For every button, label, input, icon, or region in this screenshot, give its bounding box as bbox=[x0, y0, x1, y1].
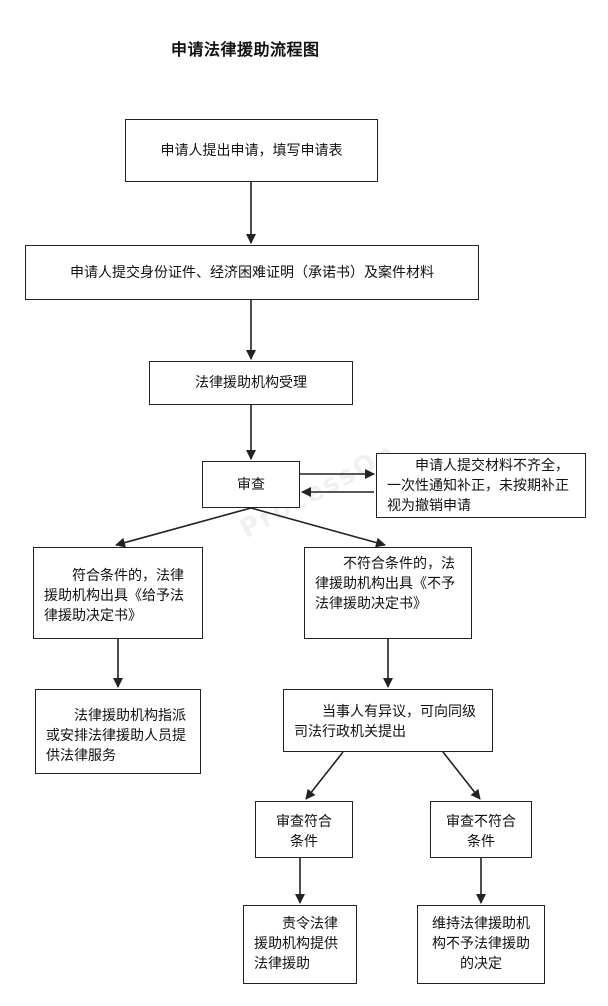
node-order-aid: 责令法律援助机构提供法律援助 bbox=[243, 905, 357, 984]
arrow-review-to-qualified bbox=[115, 507, 252, 548]
node-review-ok: 审查符合条件 bbox=[255, 801, 353, 858]
node-review: 审查 bbox=[202, 461, 300, 508]
node-incomplete: 申请人提交材料不齐全，一次性通知补正，未按期补正视为撤销申请 bbox=[376, 453, 586, 518]
arrow-review-to-unqualified bbox=[250, 507, 386, 548]
node-qualified: 符合条件的，法律援助机构出具《给予法律援助决定书》 bbox=[33, 547, 203, 639]
node-uphold: 维持法律援助机构不予法律援助的决定 bbox=[417, 905, 545, 984]
node-accept: 法律援助机构受理 bbox=[149, 361, 353, 405]
node-objection: 当事人有异议，可向同级司法行政机关提出 bbox=[283, 689, 493, 752]
node-submit-docs: 申请人提交身份证件、经济困难证明（承诺书）及案件材料 bbox=[25, 245, 479, 300]
arrow-objection-to-review-not-ok bbox=[442, 751, 481, 800]
page-title: 申请法律援助流程图 bbox=[171, 40, 320, 59]
arrow-objection-to-review-ok bbox=[305, 751, 344, 800]
node-review-not-ok: 审查不符合条件 bbox=[430, 801, 532, 858]
node-assign: 法律援助机构指派或安排法律援助人员提供法律服务 bbox=[35, 689, 201, 774]
node-apply: 申请人提出申请，填写申请表 bbox=[125, 119, 378, 182]
node-unqualified: 不符合条件的，法律援助机构出具《不予法律援助决定书》 bbox=[304, 547, 472, 639]
